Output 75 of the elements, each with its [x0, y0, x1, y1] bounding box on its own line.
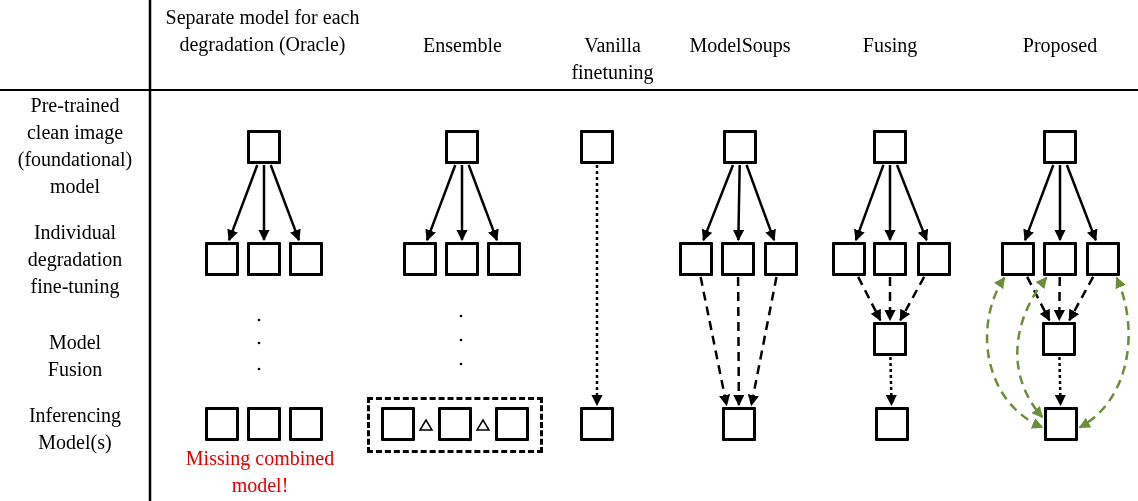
arrow — [1054, 356, 1066, 407]
column-header: Vanilla finetuning — [570, 33, 655, 86]
arrow — [884, 165, 896, 242]
arrow — [884, 277, 896, 322]
model-box — [1042, 322, 1076, 356]
arrow — [699, 276, 731, 407]
arrow — [747, 276, 778, 407]
arrow — [899, 276, 926, 322]
model-box — [832, 242, 866, 276]
column-header: Separate model for each degradation (Oracle) — [165, 5, 360, 58]
arrow — [467, 164, 499, 242]
model-box — [289, 407, 323, 441]
arrow — [701, 164, 735, 242]
arrow — [1023, 164, 1055, 242]
arrow — [1053, 277, 1065, 322]
model-box — [247, 130, 281, 164]
model-box — [205, 242, 239, 276]
model-box — [205, 407, 239, 441]
model-box — [723, 130, 757, 164]
arrow — [1068, 276, 1095, 322]
arrow — [258, 165, 270, 242]
arrow — [227, 164, 259, 242]
column-header: Ensemble — [422, 33, 503, 58]
model-box — [917, 242, 951, 276]
model-box — [721, 242, 755, 276]
arrow — [591, 165, 603, 407]
warning-note: Missing combined model! — [184, 446, 336, 498]
column-header: Proposed — [1021, 33, 1099, 59]
column-header: ModelSoups — [688, 33, 792, 59]
model-box — [289, 242, 323, 276]
model-box — [1086, 242, 1120, 276]
model-box — [445, 130, 479, 164]
row-header: Model Fusion — [46, 330, 104, 382]
model-box — [873, 130, 907, 164]
arrow — [1016, 276, 1048, 419]
arrow — [456, 165, 468, 242]
row-header: Pre-trained clean image (foundational) model — [16, 93, 134, 199]
row-header: Inferencing Model(s) — [27, 403, 123, 456]
model-box — [1044, 407, 1078, 441]
model-box — [580, 130, 614, 164]
model-box — [247, 242, 281, 276]
row-header: Individual degradation fine-tuning — [26, 220, 124, 300]
model-box — [438, 407, 472, 441]
model-box — [764, 242, 798, 276]
model-box — [873, 242, 907, 276]
arrow — [269, 164, 301, 242]
model-box — [1043, 130, 1077, 164]
model-box — [247, 407, 281, 441]
arrow — [1065, 164, 1098, 242]
arrow — [857, 276, 882, 322]
model-box — [495, 407, 529, 441]
arrow — [732, 164, 745, 242]
arrow — [1078, 276, 1130, 429]
model-box — [873, 322, 907, 356]
arrow — [854, 164, 885, 242]
ensemble-group-box — [367, 397, 543, 453]
arrow — [1054, 165, 1066, 242]
model-box — [487, 242, 521, 276]
model-box — [403, 242, 437, 276]
model-box — [722, 407, 756, 441]
model-box — [679, 242, 713, 276]
model-box — [1001, 242, 1035, 276]
arrow — [425, 164, 457, 242]
arrow — [885, 356, 897, 407]
arrow — [1026, 276, 1051, 322]
model-box — [580, 407, 614, 441]
arrow — [895, 164, 929, 242]
model-box — [445, 242, 479, 276]
model-box — [381, 407, 415, 441]
model-box — [1043, 242, 1077, 276]
arrow — [733, 277, 745, 407]
arrow — [745, 164, 776, 242]
arrow — [986, 276, 1044, 429]
column-header: Fusing — [861, 33, 919, 59]
model-box — [875, 407, 909, 441]
